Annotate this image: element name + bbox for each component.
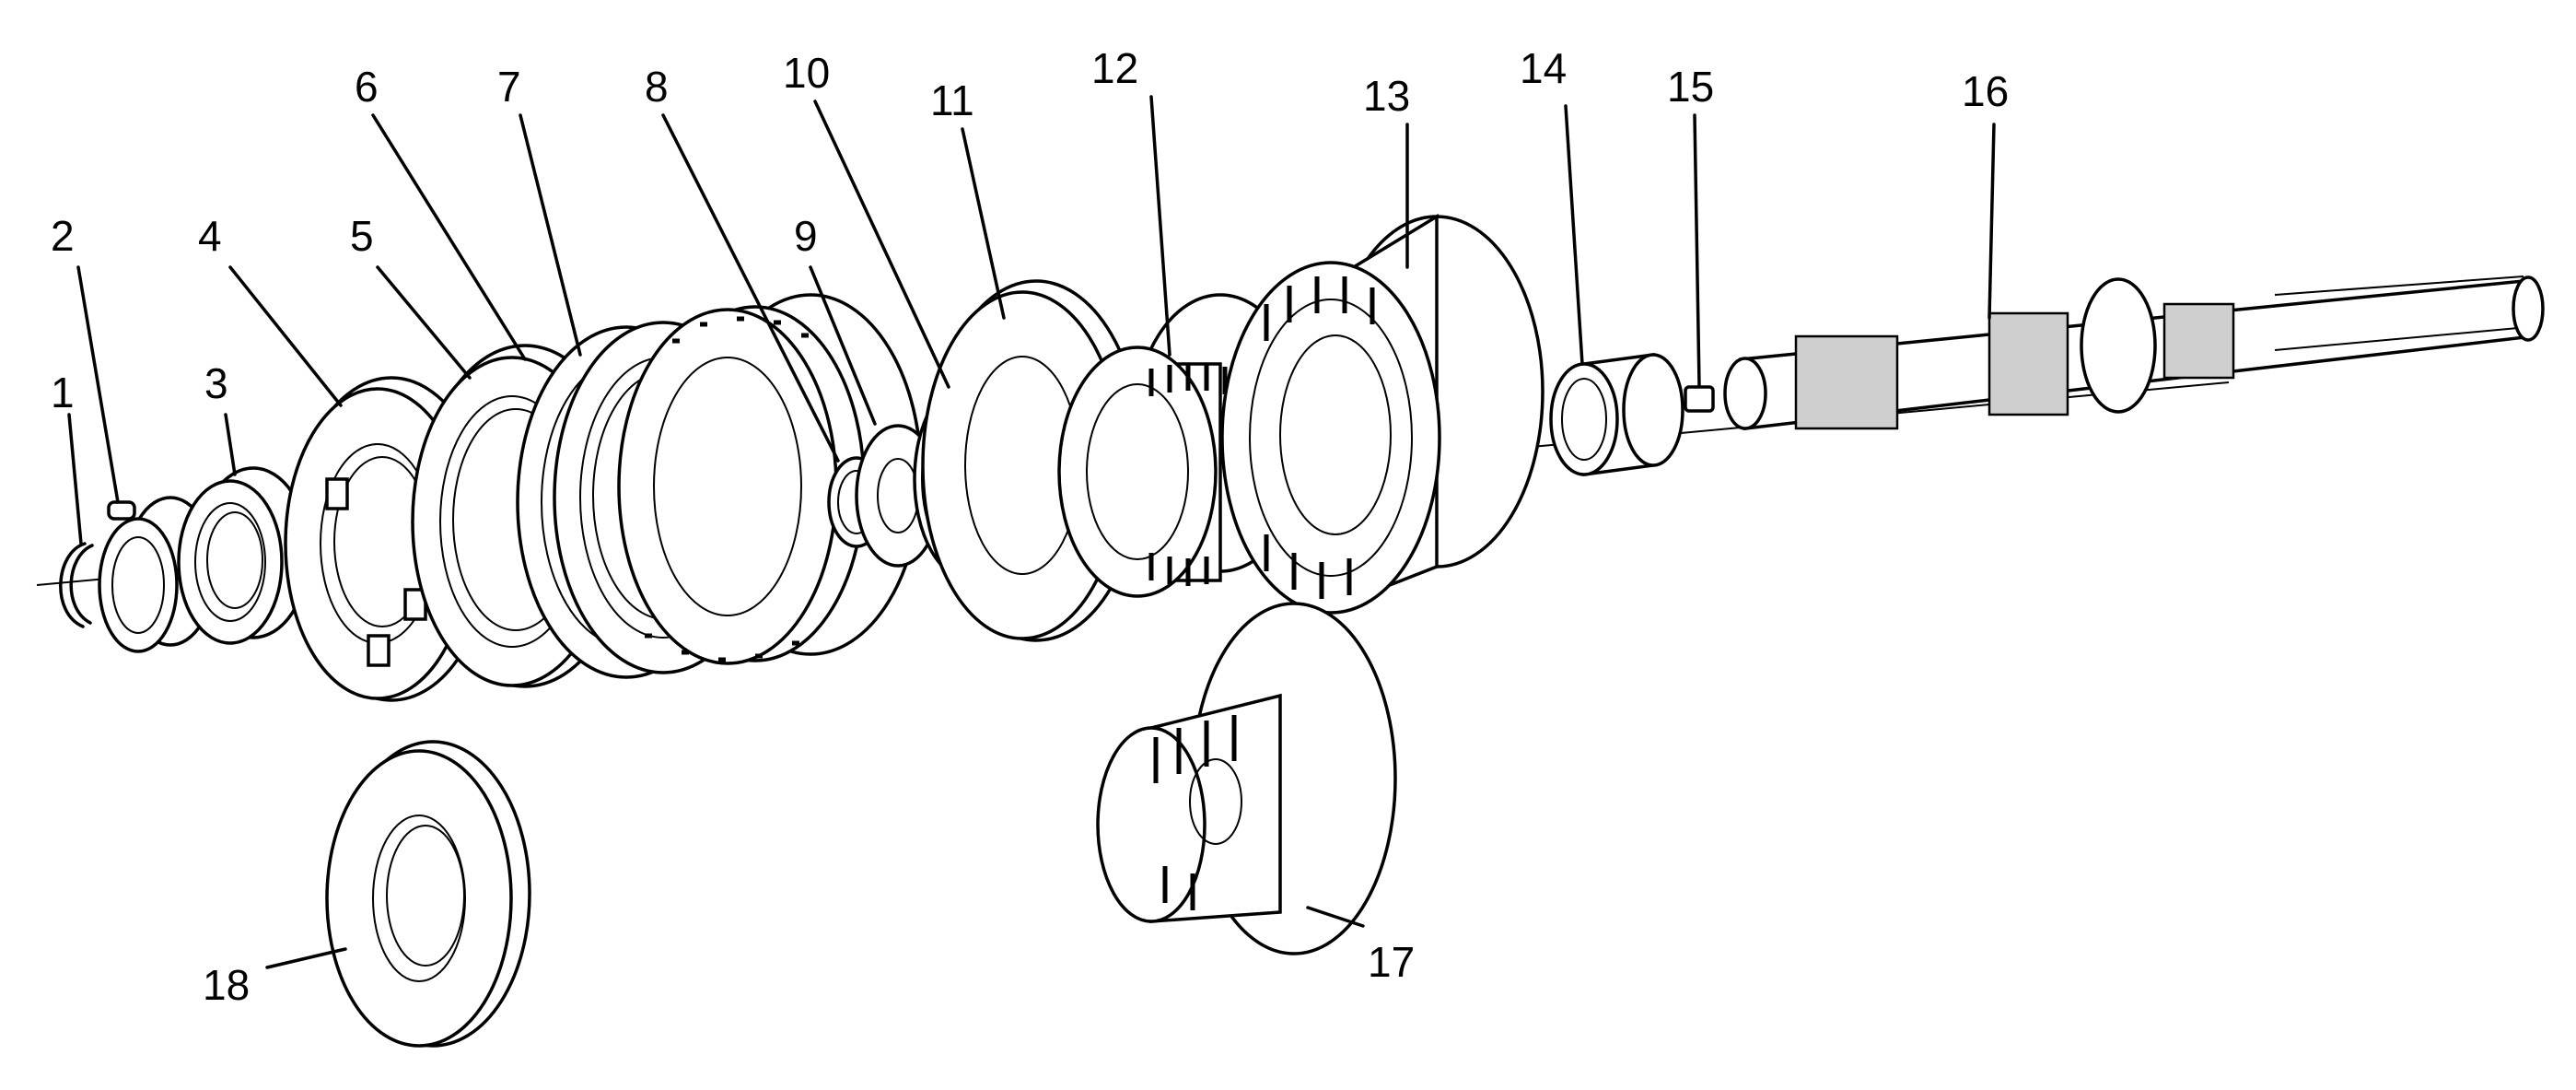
callout-17: 17 <box>1368 938 1415 986</box>
leader-18 <box>265 947 347 969</box>
leader-15 <box>1693 113 1701 387</box>
leader-14 <box>1564 104 1584 366</box>
callout-2: 2 <box>51 212 75 260</box>
leader-7 <box>519 113 582 357</box>
callout-18: 18 <box>203 961 250 1009</box>
callout-8: 8 <box>645 63 669 111</box>
leader-4 <box>228 265 343 407</box>
callout-9: 9 <box>794 212 818 260</box>
callout-7: 7 <box>497 63 521 111</box>
leader-8 <box>661 113 840 463</box>
part-15-pin <box>1684 385 1715 413</box>
leader-12 <box>1149 95 1171 357</box>
leader-6 <box>371 113 527 361</box>
callout-16: 16 <box>1962 67 2009 115</box>
callout-labels: 1 2 3 4 5 6 7 8 9 10 11 12 13 14 15 16 1… <box>51 44 2009 1009</box>
callout-1: 1 <box>51 369 75 416</box>
part-13-clutch-drum <box>1220 213 1544 615</box>
leader-1 <box>67 413 83 545</box>
part-14-bushing <box>1549 353 1684 476</box>
callout-3: 3 <box>204 359 228 407</box>
part-16-input-shaft <box>1723 275 2545 430</box>
leader-2 <box>76 265 120 504</box>
part-1-snap-ring <box>59 542 94 628</box>
callout-15: 15 <box>1667 63 1714 111</box>
callout-13: 13 <box>1363 72 1410 120</box>
callout-5: 5 <box>350 212 374 260</box>
callout-6: 6 <box>355 63 379 111</box>
leader-16 <box>1987 123 1996 320</box>
leader-lines <box>67 95 1996 969</box>
part-17-drum-assembly <box>1096 602 1397 955</box>
leader-5 <box>376 265 472 380</box>
leader-11 <box>961 127 1006 320</box>
callout-10: 10 <box>783 49 830 97</box>
leader-9 <box>809 265 877 426</box>
callout-4: 4 <box>198 212 222 260</box>
clutch-pack <box>617 293 923 665</box>
leader-3 <box>224 413 237 476</box>
leader-10 <box>813 100 950 389</box>
callout-12: 12 <box>1091 44 1138 92</box>
part-18-thrust-washer <box>325 740 531 1048</box>
leader-17 <box>1306 906 1365 928</box>
callout-11: 11 <box>930 76 974 124</box>
callout-14: 14 <box>1520 44 1567 92</box>
